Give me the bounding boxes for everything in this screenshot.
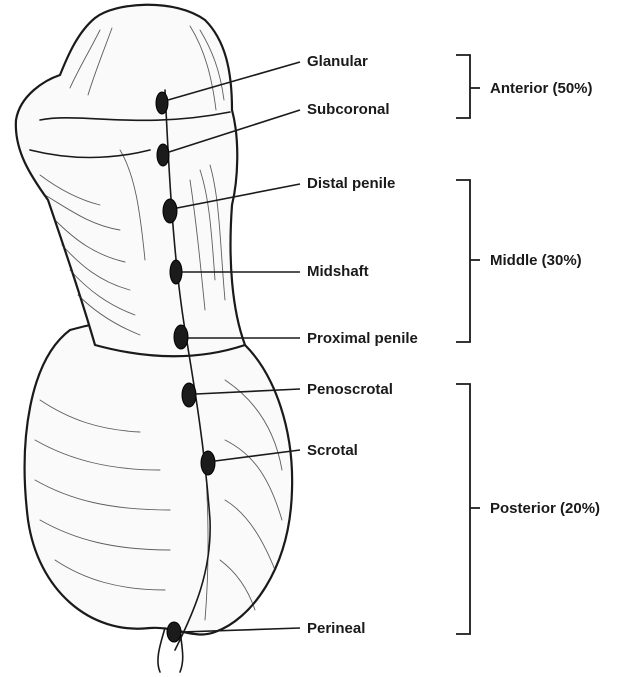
site-marker-proximal-penile xyxy=(174,325,188,349)
label-scrotal: Scrotal xyxy=(307,442,358,459)
site-marker-distal-penile xyxy=(163,199,177,223)
site-labels: Glanular Subcoronal Distal penile Midsha… xyxy=(307,53,418,637)
site-marker-midshaft xyxy=(170,260,182,284)
label-perineal: Perineal xyxy=(307,620,365,637)
bracket-anterior xyxy=(456,55,480,118)
bracket-middle xyxy=(456,180,480,342)
label-distal-penile: Distal penile xyxy=(307,175,395,192)
site-marker-penoscrotal xyxy=(182,383,196,407)
group-label-anterior: Anterior (50%) xyxy=(490,80,593,97)
site-marker-glanular xyxy=(156,92,168,114)
label-proximal-penile: Proximal penile xyxy=(307,330,418,347)
label-glanular: Glanular xyxy=(307,53,368,70)
site-marker-scrotal xyxy=(201,451,215,475)
group-label-posterior: Posterior (20%) xyxy=(490,500,600,517)
group-labels: Anterior (50%) Middle (30%) Posterior (2… xyxy=(490,80,600,517)
group-label-middle: Middle (30%) xyxy=(490,252,582,269)
site-marker-subcoronal xyxy=(157,144,169,166)
penis-outline xyxy=(16,5,245,357)
site-marker-perineal xyxy=(167,622,181,642)
label-penoscrotal: Penoscrotal xyxy=(307,381,393,398)
label-midshaft: Midshaft xyxy=(307,263,369,280)
group-brackets xyxy=(456,55,480,634)
label-subcoronal: Subcoronal xyxy=(307,101,390,118)
bracket-posterior xyxy=(456,384,480,634)
scrotum-outline xyxy=(25,319,292,634)
